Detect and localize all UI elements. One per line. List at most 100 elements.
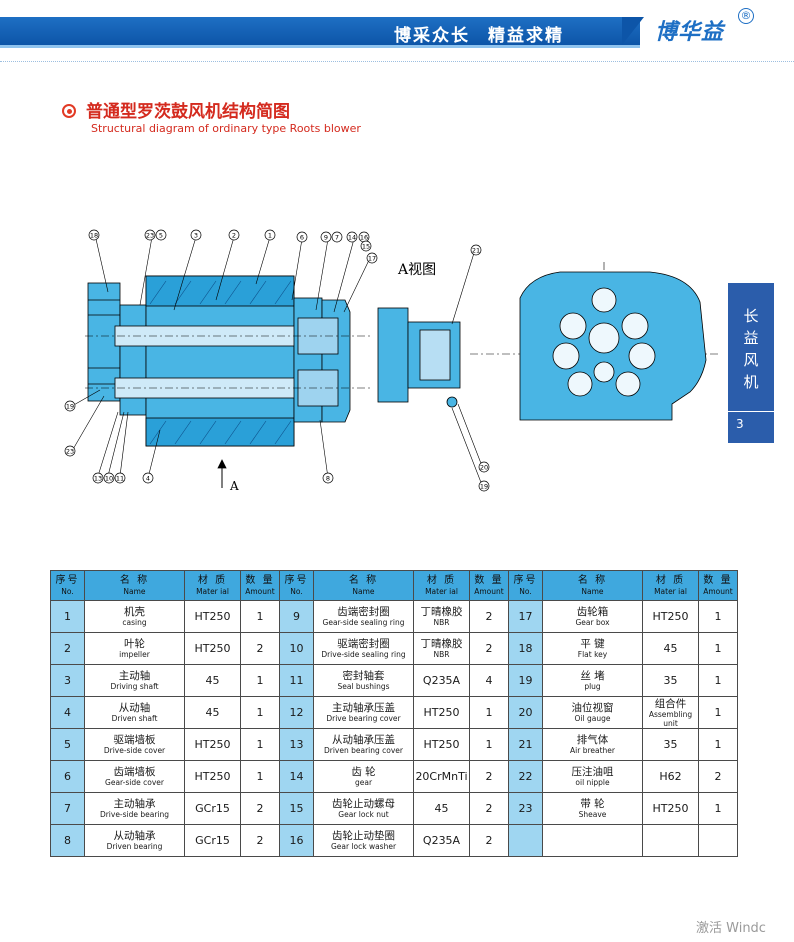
callout-20: 20 [480,464,488,472]
part-name-en: Gear lock nut [338,810,389,819]
part-number: 18 [518,642,533,655]
part-name-en: Driven bearing cover [323,746,404,755]
part-material-zh: 丁晴橡胶 [420,638,463,650]
part-amount-cell: 1 [698,728,738,761]
part-amount: 2 [714,770,722,783]
part-name-zh: 驱端墙板 [113,734,156,746]
callout-21: 21 [472,247,480,255]
part-material-cell: 20CrMnTi [413,760,470,793]
part-number: 1 [64,610,71,623]
part-amount: 1 [256,674,264,687]
part-material: HT250 [194,770,231,783]
part-amount-cell: 4 [469,664,509,697]
part-name-zh: 油位视窗 [571,702,614,714]
part-number: 12 [289,706,304,719]
part-material-cell: 35 [642,728,699,761]
part-name-en: Drive bearing cover [326,714,401,723]
part-amount-cell: 2 [240,792,280,825]
header-zh: 材 质 [426,575,457,586]
part-amount-cell: 2 [240,632,280,665]
part-name-zh: 带 轮 [580,798,605,810]
part-material-cell: HT250 [642,600,699,633]
slogan-part-1: 博采众长 [394,26,470,46]
view-label: A视图 [397,262,436,278]
callout-4: 4 [146,475,150,483]
side-tab-divider [728,411,774,412]
part-number-cell: 13 [279,728,314,761]
header-zh: 序号 [55,575,80,586]
part-material: HT250 [652,610,689,623]
header-zh: 数 量 [703,575,733,586]
part-amount-cell: 2 [469,632,509,665]
part-number-cell: 6 [50,760,85,793]
callout-23: 23 [146,232,154,240]
part-amount-cell: 2 [469,792,509,825]
part-name-zh: 齿轮箱 [576,606,609,618]
header-bar [0,17,640,45]
part-name-zh: 驱端密封圈 [337,638,390,650]
part-name-zh: 排气体 [576,734,609,746]
part-amount: 2 [256,802,264,815]
callout-19-left: 19 [66,403,74,411]
part-name-en: Gear-side cover [105,778,164,787]
part-name-zh: 从动轴承压盖 [332,734,395,746]
header-en: Name [581,587,604,596]
header-zh: 材 质 [655,575,686,586]
part-number: 17 [518,610,533,623]
part-material: 35 [663,674,678,687]
part-name-zh: 密封轴套 [342,670,385,682]
side-tab-char: 益 [743,329,759,347]
header-en: No. [290,587,303,596]
part-material: HT250 [423,738,460,751]
header-en: No. [61,587,74,596]
callout-16: 16 [360,234,368,242]
part-number-cell: 20 [508,696,543,729]
part-name-en: plug [584,682,601,691]
part-material: HT250 [194,642,231,655]
part-number-cell: 14 [279,760,314,793]
header-en: Name [123,587,146,596]
part-name-en: oil nipple [575,778,610,787]
section-title: 普通型罗茨鼓风机结构简图 [86,102,290,122]
part-name-zh: 齿轮止动垫圈 [332,830,395,842]
part-amount: 1 [714,802,722,815]
part-name-en: gear [354,778,373,787]
part-name-en: Driven bearing [106,842,163,851]
part-number: 2 [64,642,71,655]
callout-18: 18 [90,232,98,240]
callout-5: 5 [159,232,163,240]
part-number-cell: 19 [508,664,543,697]
part-amount-cell: 2 [698,760,738,793]
callout-10: 10 [105,475,113,483]
part-number-cell: 23 [508,792,543,825]
part-amount: 1 [256,706,264,719]
dotted-divider [0,61,794,62]
part-number: 10 [289,642,304,655]
header-en: Mater ial [196,587,229,596]
part-material-cell: HT250 [413,728,470,761]
part-amount-cell: 1 [469,696,509,729]
side-view-drawing [377,307,409,403]
side-tab: 长 益 风 机 3 [728,283,774,443]
part-number-cell: 12 [279,696,314,729]
header-zh: 材 质 [197,575,228,586]
part-number: 23 [518,802,533,815]
header-en: Mater ial [425,587,458,596]
part-name-zh: 压注油咀 [571,766,614,778]
part-material: 45 [434,802,449,815]
header-accent-line [0,45,640,48]
page-number: 3 [736,417,744,431]
part-number-cell: 21 [508,728,543,761]
part-name-zh: 丝 堵 [580,670,605,682]
